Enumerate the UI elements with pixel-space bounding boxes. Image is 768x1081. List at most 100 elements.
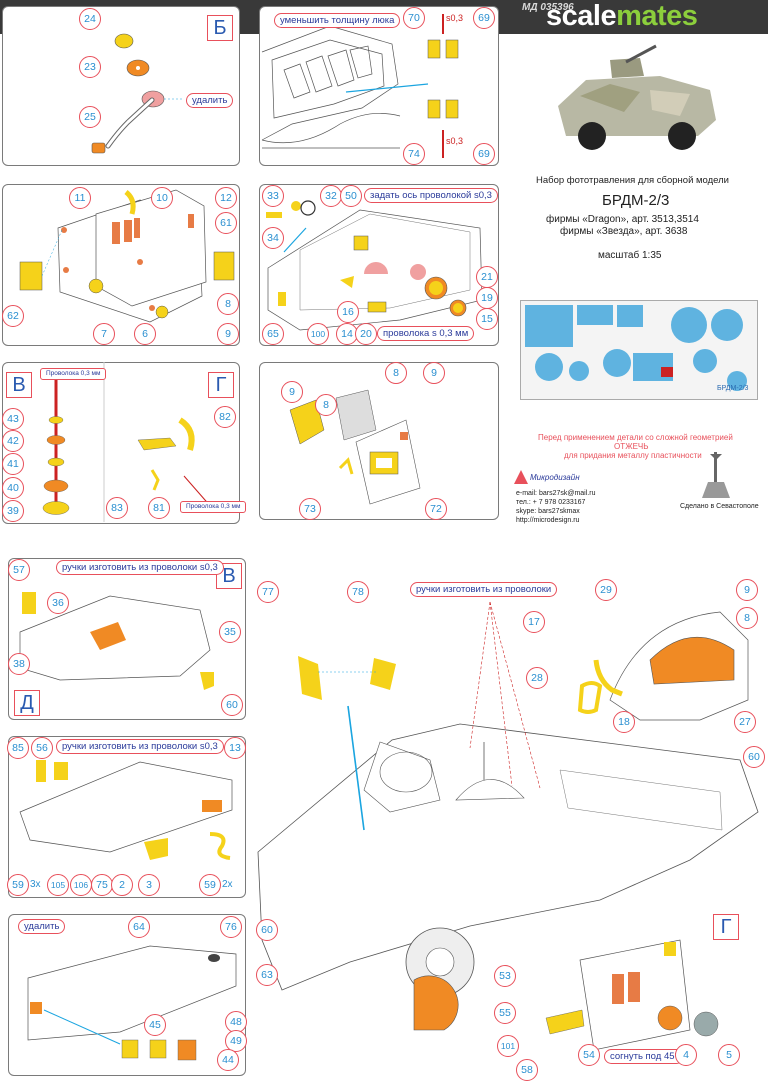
part-number: 61 xyxy=(215,212,237,234)
small-brackets xyxy=(137,417,213,509)
part-number: 32 xyxy=(320,185,342,207)
part-number: 19 xyxy=(476,287,498,309)
front-hull-assembly xyxy=(266,200,483,331)
part-number: 34 xyxy=(262,227,284,249)
etch-fret: БРДМ-2/3 xyxy=(520,300,758,400)
part-number: 28 xyxy=(526,667,548,689)
hull-bottom-view xyxy=(27,945,237,1061)
part-number: 9 xyxy=(217,323,239,345)
part-number: 54 xyxy=(578,1044,600,1066)
maker-dragon: фирмы «Dragon», арт. 3513,3514 xyxy=(546,214,699,225)
part-number: 39 xyxy=(2,500,24,522)
part-number: 76 xyxy=(220,916,242,938)
note-wire-label-v: Проволока 0,3 мм xyxy=(40,368,107,380)
brand-logo: scalemates xyxy=(546,0,698,32)
part-number: 63 xyxy=(256,964,278,986)
part-number: 10 xyxy=(151,187,173,209)
part-number: 70 xyxy=(403,7,425,29)
part-number: 24 xyxy=(79,8,101,30)
note-remove-2: удалить xyxy=(18,919,66,934)
part-number: 13 xyxy=(224,737,246,759)
fret-label: БРДМ-2/3 xyxy=(717,385,749,392)
scale-text: масштаб 1:35 xyxy=(598,250,662,261)
contact-url[interactable]: http://microdesign.ru xyxy=(516,517,580,524)
part-number: 9 xyxy=(281,381,303,403)
part-number: 101 xyxy=(497,1035,519,1057)
maker-zvezda: фирмы «Звезда», арт. 3638 xyxy=(560,226,688,237)
part-number: 6 xyxy=(134,323,156,345)
part-number: 69 xyxy=(473,143,495,165)
part-number: 100 xyxy=(307,323,329,345)
panel-hatch-plates xyxy=(259,6,499,166)
panel-b-handle xyxy=(2,6,240,166)
section-letter-d: Д xyxy=(14,690,40,716)
part-number: 41 xyxy=(2,453,24,475)
part-number: 17 xyxy=(523,611,545,633)
part-number: 7 xyxy=(93,323,115,345)
section-letter-g: Г xyxy=(208,372,234,398)
part-number: 81 xyxy=(148,497,170,519)
part-number: 55 xyxy=(494,1002,516,1024)
multiplier-3x: 3x xyxy=(30,879,41,890)
part-number: 106 xyxy=(70,874,92,896)
part-number: 35 xyxy=(219,621,241,643)
note-remove-1: удалить xyxy=(186,93,234,108)
side-plate-assembly xyxy=(19,189,235,323)
part-number: 60 xyxy=(256,919,278,941)
part-number: 64 xyxy=(128,916,150,938)
warning-line2: ОТЖЕЧЬ xyxy=(614,442,649,451)
part-number: 2 xyxy=(111,874,133,896)
part-number: 45 xyxy=(144,1014,166,1036)
section-letter-g2: Г xyxy=(713,914,739,940)
multiplier-2x: 2x xyxy=(222,879,233,890)
part-number: 83 xyxy=(106,497,128,519)
part-number: 69 xyxy=(473,7,495,29)
door-assembly xyxy=(289,389,421,505)
note-handles-3: ручки изготовить из проволоки xyxy=(410,582,558,597)
part-number: 36 xyxy=(47,592,69,614)
monument-icon xyxy=(702,452,730,498)
part-number: 15 xyxy=(476,308,498,330)
part-number: 43 xyxy=(2,408,24,430)
section-letter-b: Б xyxy=(207,15,233,41)
note-wire-label-g: Проволока 0,3 мм xyxy=(180,501,247,513)
hull-right-view xyxy=(19,760,233,860)
section-letter-v: В xyxy=(6,372,32,398)
part-number: 105 xyxy=(47,874,69,896)
part-number: 56 xyxy=(31,737,53,759)
company-name: Микродизайн xyxy=(530,473,580,482)
contact-email[interactable]: e-mail: bars27sk@mail.ru xyxy=(516,490,596,497)
hull-left-view xyxy=(19,592,214,690)
part-number: 4 xyxy=(675,1044,697,1066)
part-number: 23 xyxy=(79,56,101,78)
hull-top-view xyxy=(261,25,401,149)
made-in: Сделано в Севастополе xyxy=(680,503,759,510)
part-number: 57 xyxy=(8,559,30,581)
part-number: 72 xyxy=(425,498,447,520)
part-number: 3 xyxy=(138,874,160,896)
note-s03-bottom: s0,3 xyxy=(446,136,464,146)
part-number: 62 xyxy=(2,305,24,327)
part-number: 77 xyxy=(257,581,279,603)
model-name: БРДМ-2/3 xyxy=(602,192,670,209)
part-number: 8 xyxy=(385,362,407,384)
part-number: 38 xyxy=(8,653,30,675)
note-axis: задать ось проволокой s0,3 xyxy=(364,188,498,203)
warning-line1: Перед применением детали со сложной геом… xyxy=(538,433,733,442)
part-number: 60 xyxy=(743,746,765,768)
part-number: 65 xyxy=(262,323,284,345)
part-number: 8 xyxy=(217,293,239,315)
part-number: 42 xyxy=(2,430,24,452)
part-number: 8 xyxy=(315,394,337,416)
part-number: 27 xyxy=(734,711,756,733)
fret-drawing xyxy=(525,305,747,391)
part-number: 11 xyxy=(69,187,91,209)
part-number: 78 xyxy=(347,581,369,603)
main-hull-drawing xyxy=(257,601,759,1051)
part-number: 75 xyxy=(91,874,113,896)
vehicle-photo xyxy=(540,36,730,160)
warning-line3: для придания металлу пластичности xyxy=(564,451,702,460)
part-number: 33 xyxy=(262,185,284,207)
part-number: 82 xyxy=(214,406,236,428)
